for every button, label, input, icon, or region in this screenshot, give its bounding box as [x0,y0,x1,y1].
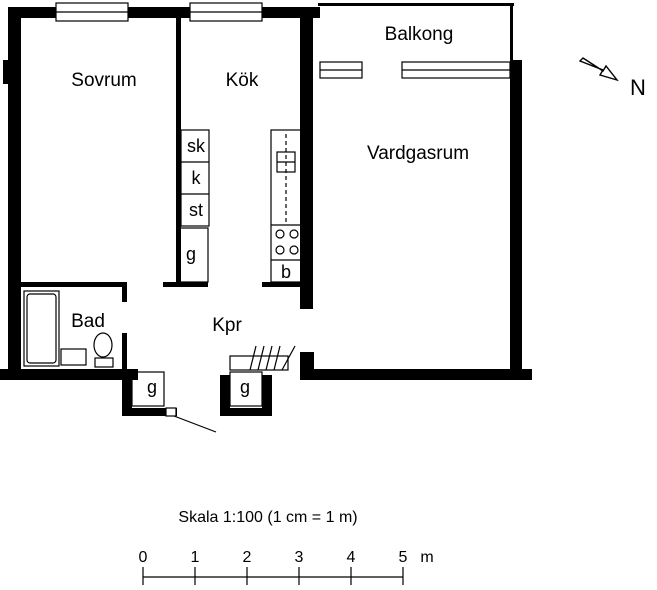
label-vardgasrum: Vardgasrum [367,143,469,164]
label-bad: Bad [71,311,105,332]
label-b: b [281,262,291,282]
scale-tick: 4 [347,549,356,566]
label-st: st [189,200,203,220]
scale-bar: Skala 1:100 (1 cm = 1 m) 0 1 2 3 4 5 m [139,509,434,585]
scale-caption: Skala 1:100 (1 cm = 1 m) [178,509,357,526]
compass: N [578,57,646,100]
label-kok: Kök [226,70,259,91]
windows [55,2,511,79]
scale-tick: 0 [139,549,148,566]
fixture-labels: sk k st g b g g [147,136,291,397]
label-g-left: g [147,377,157,397]
label-g-kitchen: g [186,244,196,264]
hall-fixtures [131,345,296,433]
room-labels: Sovrum Kök Balkong Vardgasrum Bad Kpr [71,24,469,336]
scale-unit: m [420,549,433,566]
label-g-right: g [240,377,250,397]
arrow-icon [578,57,619,82]
label-kpr: Kpr [212,315,242,336]
scale-tick: 5 [399,549,408,566]
kitchen-fixtures [177,129,302,283]
scale-tick: 1 [191,549,200,566]
label-sk: sk [187,136,206,156]
label-balkong: Balkong [385,24,454,45]
compass-label: N [630,75,646,100]
walls [0,3,532,416]
label-sovrum: Sovrum [71,70,136,91]
bathroom-fixtures [23,290,114,368]
label-k: k [192,168,202,188]
scale-tick: 2 [243,549,252,566]
scale-tick: 3 [295,549,304,566]
